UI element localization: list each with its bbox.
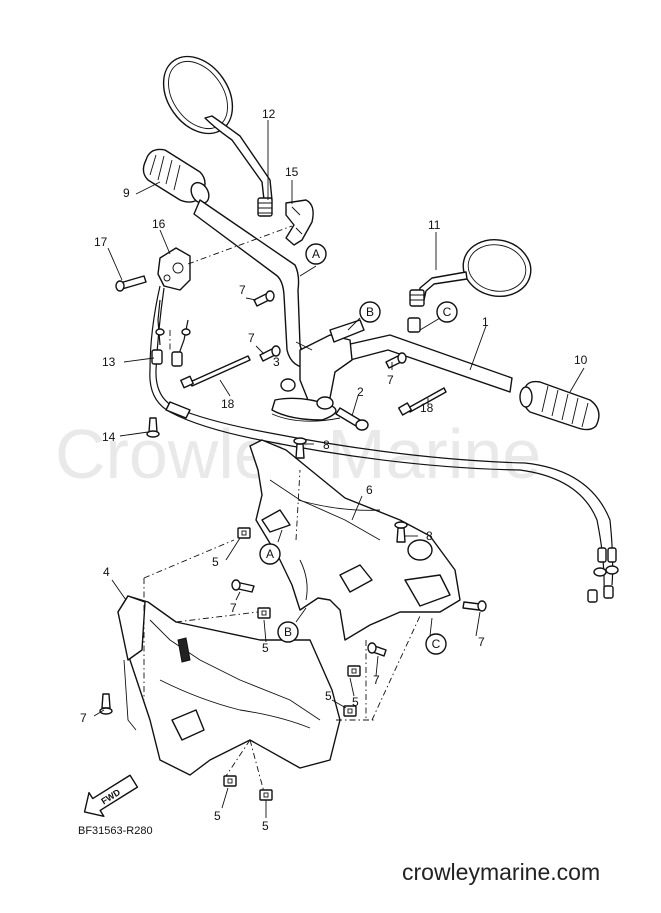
callout-3: 3 (273, 355, 280, 369)
nut-5-f (259, 789, 273, 801)
callout-4: 4 (103, 565, 110, 579)
callout-6: 6 (366, 483, 373, 497)
nut-5-d (343, 705, 357, 717)
screw-14 (146, 417, 160, 438)
screw-7-bottom (99, 693, 113, 715)
reference-code: BF31563-R280 (78, 825, 153, 837)
right-mirror (407, 239, 532, 333)
site-name: crowleymarine.com (402, 859, 600, 885)
svg-text:C: C (432, 637, 441, 651)
callout-8-b: 8 (426, 529, 433, 543)
callout-7-d: 7 (230, 601, 237, 615)
callout-5-e: 5 (214, 809, 221, 823)
callout-5-d: 5 (325, 689, 332, 703)
callout-1: 1 (482, 315, 489, 329)
bolt-7-b (259, 345, 281, 362)
callout-16: 16 (152, 217, 166, 231)
callout-2: 2 (357, 385, 364, 399)
nut-5-c (347, 665, 361, 677)
screw-8-a (293, 437, 307, 459)
callout-7-e: 7 (478, 635, 485, 649)
svg-text:A: A (266, 547, 274, 561)
left-grip (142, 148, 210, 205)
nut-5-e (223, 775, 237, 787)
right-grip (519, 380, 600, 431)
screw-17 (115, 275, 147, 292)
callout-7-f: 7 (373, 673, 380, 687)
ref-circle-a-bottom: A (259, 543, 281, 565)
screw-7-left (231, 579, 255, 593)
ref-circle-c-top: C (436, 301, 458, 323)
ref-circle-b-top: B (359, 301, 381, 323)
callout-14: 14 (102, 430, 116, 444)
lower-cover (249, 439, 461, 641)
callout-12: 12 (262, 107, 276, 121)
nut-5-a (237, 527, 251, 539)
svg-text:C: C (443, 305, 452, 319)
bolt-7-a (253, 290, 275, 307)
screw-7-right (462, 600, 487, 612)
callout-7-c: 7 (387, 373, 394, 387)
front-cover (117, 595, 341, 776)
screw-8-b (394, 521, 408, 543)
callout-18-b: 18 (420, 401, 434, 415)
callout-5-f: 5 (262, 819, 269, 833)
callout-9: 9 (123, 186, 130, 200)
callout-7-g: 7 (80, 711, 87, 725)
nut-5-b (257, 607, 271, 619)
callout-7-b: 7 (248, 331, 255, 345)
callout-5-a: 5 (212, 555, 219, 569)
callout-5-c: 5 (352, 695, 359, 709)
callout-15: 15 (285, 165, 299, 179)
callouts: 12 9 15 16 17 11 1 10 13 14 7 7 3 2 7 18… (80, 107, 588, 833)
svg-text:A: A (312, 247, 320, 261)
cable-tie-left (180, 355, 251, 389)
screw-7-mid (367, 642, 387, 657)
bracket-15 (285, 199, 314, 246)
left-mirror (162, 55, 273, 217)
ref-circle-c-bottom: C (425, 633, 447, 655)
handlebar-holder (271, 319, 365, 422)
bolt-7-c (385, 352, 407, 369)
callout-8-a: 8 (323, 438, 330, 452)
callout-11: 11 (428, 218, 441, 232)
svg-text:B: B (284, 625, 292, 639)
leader-lines (93, 120, 585, 818)
cable-tie-right (397, 387, 447, 416)
callout-10: 10 (574, 353, 588, 367)
fwd-arrow: FWD (83, 774, 139, 818)
callout-17: 17 (94, 235, 108, 249)
callout-18-a: 18 (221, 397, 235, 411)
cable-ends (587, 547, 619, 603)
callout-5-b: 5 (262, 641, 269, 655)
bracket-16 (157, 247, 191, 291)
ref-circle-a-top: A (305, 243, 327, 265)
ref-circle-b-bottom: B (277, 621, 299, 643)
callout-13: 13 (102, 355, 116, 369)
bolt-2 (335, 407, 369, 431)
svg-text:B: B (366, 305, 374, 319)
callout-7-a: 7 (239, 283, 246, 297)
cables (149, 285, 614, 591)
